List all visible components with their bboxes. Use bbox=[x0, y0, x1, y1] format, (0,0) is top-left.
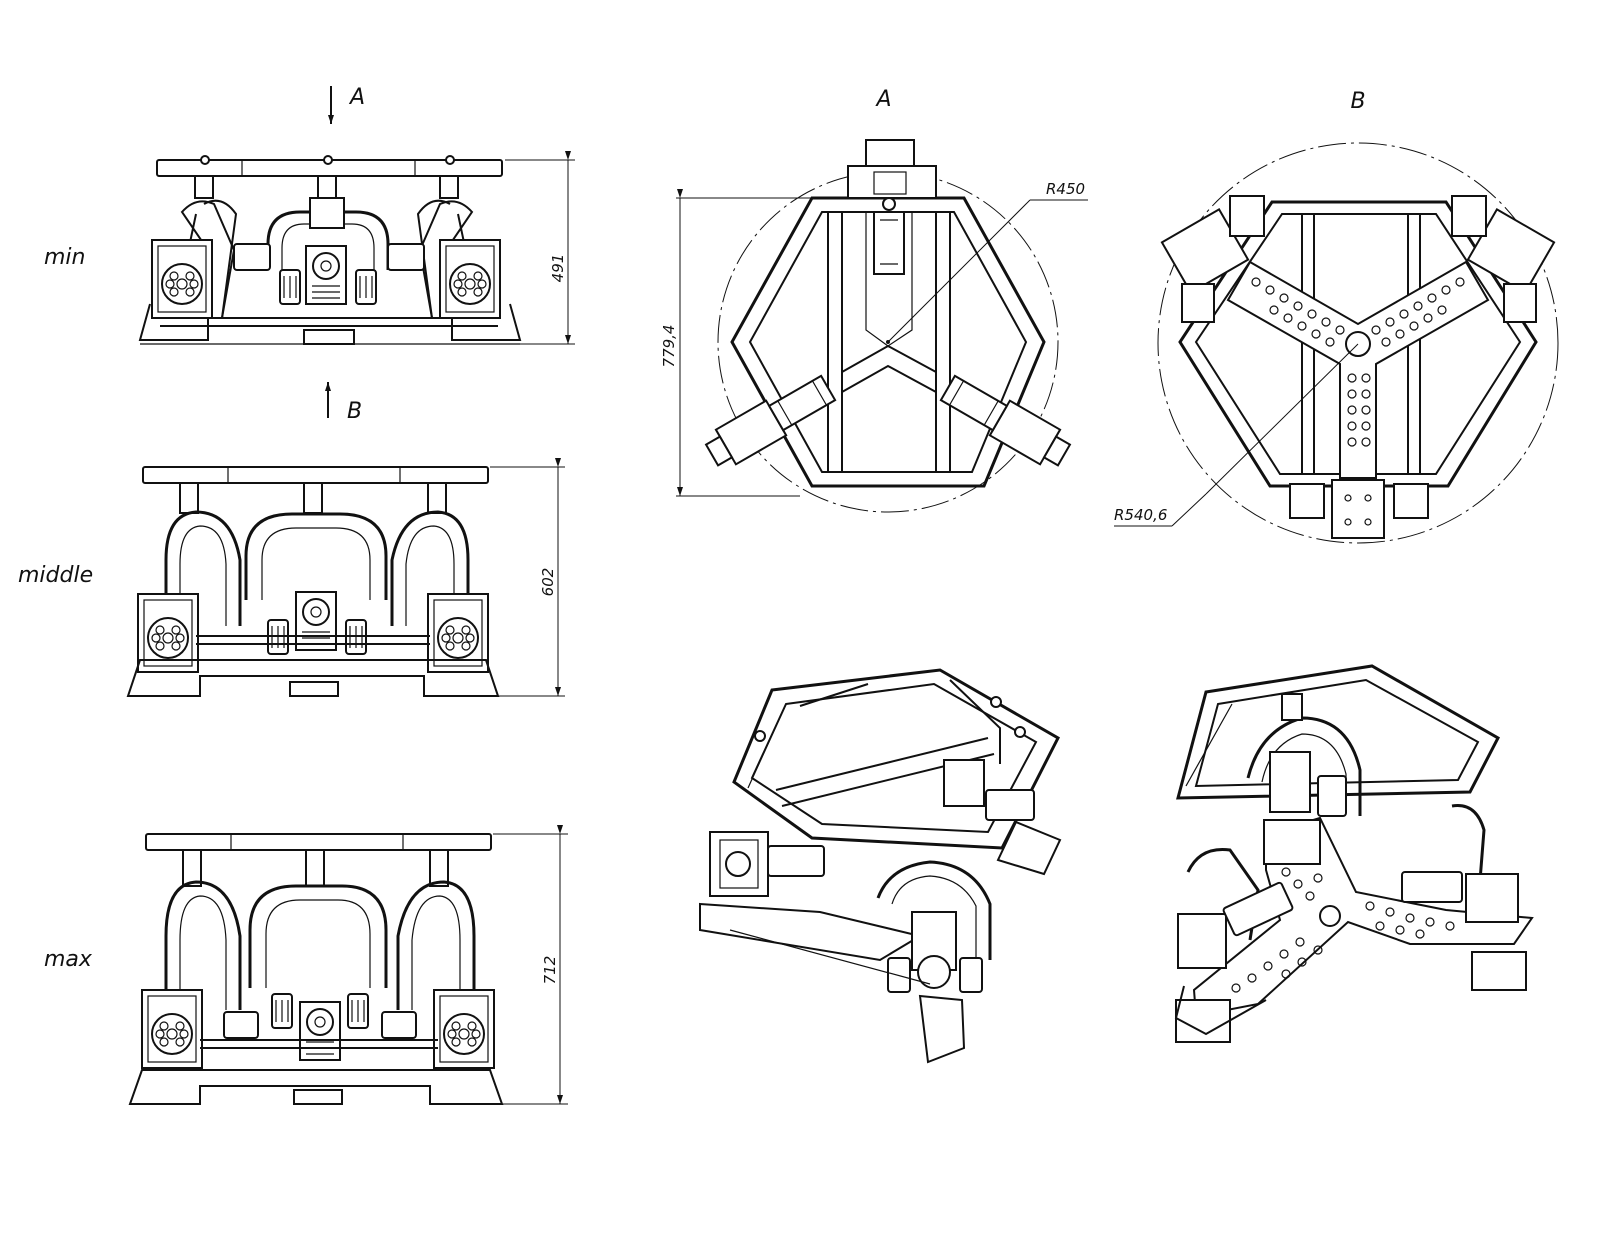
top-plate bbox=[145, 833, 492, 851]
dimension-max-height: 712 bbox=[541, 956, 559, 985]
state-label-middle: middle bbox=[18, 563, 93, 588]
dimension-radius-a: R450 bbox=[1046, 180, 1085, 198]
y-plate bbox=[1226, 260, 1490, 479]
arrow-label-a: A bbox=[348, 85, 365, 110]
hex-frame bbox=[730, 196, 1046, 488]
view-b-title: B bbox=[1350, 89, 1365, 114]
view-b bbox=[1114, 142, 1559, 544]
dimension-radius-b: R540,6 bbox=[1114, 506, 1167, 524]
view-a-title: A bbox=[874, 87, 891, 112]
view-a bbox=[676, 139, 1088, 513]
dimension-frame-height: 779,4 bbox=[660, 325, 678, 368]
arrow-label-b: B bbox=[347, 399, 362, 424]
top-plate bbox=[142, 466, 489, 484]
side-view-min bbox=[138, 86, 575, 345]
dimension-min-height: 491 bbox=[549, 254, 567, 283]
dimension-middle-height: 602 bbox=[539, 568, 557, 597]
side-view-max bbox=[128, 825, 568, 1105]
reference-circle-b bbox=[1157, 142, 1559, 544]
isometric-view-bottom bbox=[1174, 664, 1534, 1043]
state-label-max: max bbox=[44, 947, 93, 972]
side-view-middle bbox=[126, 382, 565, 697]
state-label-min: min bbox=[44, 245, 86, 270]
isometric-view-top bbox=[699, 668, 1062, 1064]
